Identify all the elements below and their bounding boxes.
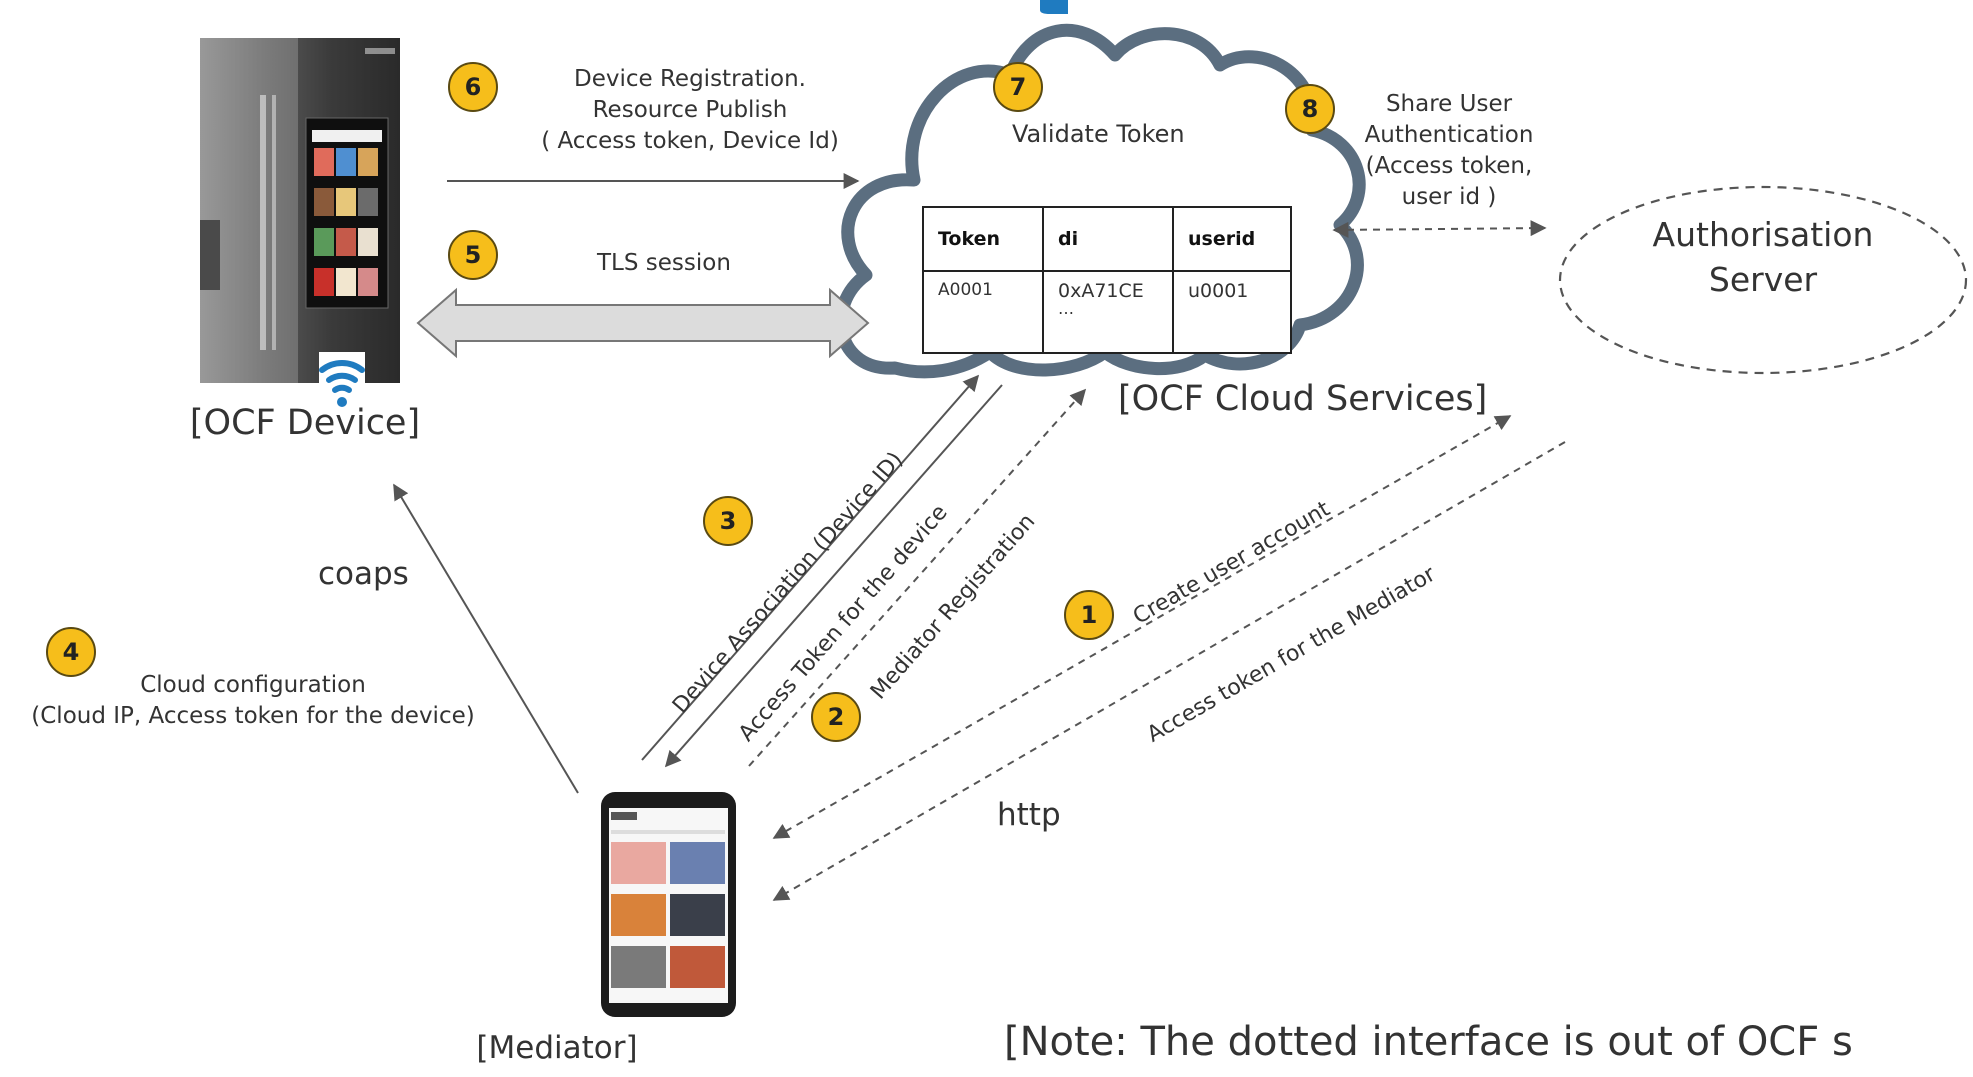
step-badge-8: 8 [1285, 84, 1335, 134]
refrigerator-image [200, 38, 400, 383]
token-header: Token [922, 206, 1044, 272]
mediator-label: [Mediator] [476, 1030, 638, 1066]
authorisation-server-label-line2: Server [1708, 260, 1818, 299]
token-table-header: Token di userid [922, 206, 1292, 272]
device-registration-line1: Device Registration. [574, 66, 806, 92]
wifi-icon [319, 352, 365, 410]
arrow-coaps [393, 483, 579, 794]
share-auth-line4: user id ) [1401, 184, 1497, 210]
authorisation-server-ellipse [1558, 185, 1968, 375]
arrow-create-user-account [772, 415, 1512, 839]
http-label: http [997, 797, 1061, 833]
cloud-services-label: [OCF Cloud Services] [1118, 379, 1488, 419]
tls-session-label: TLS session [597, 250, 731, 276]
token-table: Token di userid A0001 0xA71CE … u0001 [922, 206, 1292, 354]
userid-header: userid [1172, 206, 1292, 272]
tls-session-arrow [416, 287, 870, 359]
step-badge-1: 1 [1064, 590, 1114, 640]
mediator-phone-image [601, 792, 736, 1017]
di-ellipsis: … [1058, 299, 1074, 318]
coaps-label: coaps [318, 556, 409, 592]
cloud-configuration-line1: Cloud configuration [140, 672, 366, 698]
userid-cell: u0001 [1172, 270, 1292, 354]
di-cell: 0xA71CE … [1042, 270, 1174, 354]
step-badge-6: 6 [448, 62, 498, 112]
step-badge-3: 3 [703, 496, 753, 546]
di-value: 0xA71CE [1058, 280, 1144, 302]
arrow-share-authentication [1332, 220, 1547, 238]
step-badge-5: 5 [448, 230, 498, 280]
device-registration-line2: Resource Publish [592, 97, 788, 123]
step-badge-7: 7 [993, 62, 1043, 112]
device-registration-line3: ( Access token, Device Id) [541, 128, 839, 154]
share-auth-line3: (Access token, [1365, 153, 1533, 179]
table-row: A0001 0xA71CE … u0001 [922, 270, 1292, 354]
step-badge-2: 2 [811, 692, 861, 742]
token-cell: A0001 [922, 270, 1044, 354]
cropped-title-fragment [1040, 0, 1068, 14]
share-auth-line1: Share User [1385, 91, 1513, 117]
di-header: di [1042, 206, 1174, 272]
share-auth-line2: Authentication [1364, 122, 1534, 148]
note-label: [Note: The dotted interface is out of OC… [1004, 1019, 1853, 1065]
authorisation-server-label-line1: Authorisation [1652, 215, 1874, 254]
step-badge-4: 4 [46, 627, 96, 677]
cloud-validate-token-label: Validate Token [1012, 120, 1185, 148]
arrow-access-token-mediator [772, 441, 1566, 901]
cloud-configuration-line2: (Cloud IP, Access token for the device) [31, 703, 475, 729]
ocf-device-label: [OCF Device] [189, 403, 421, 443]
